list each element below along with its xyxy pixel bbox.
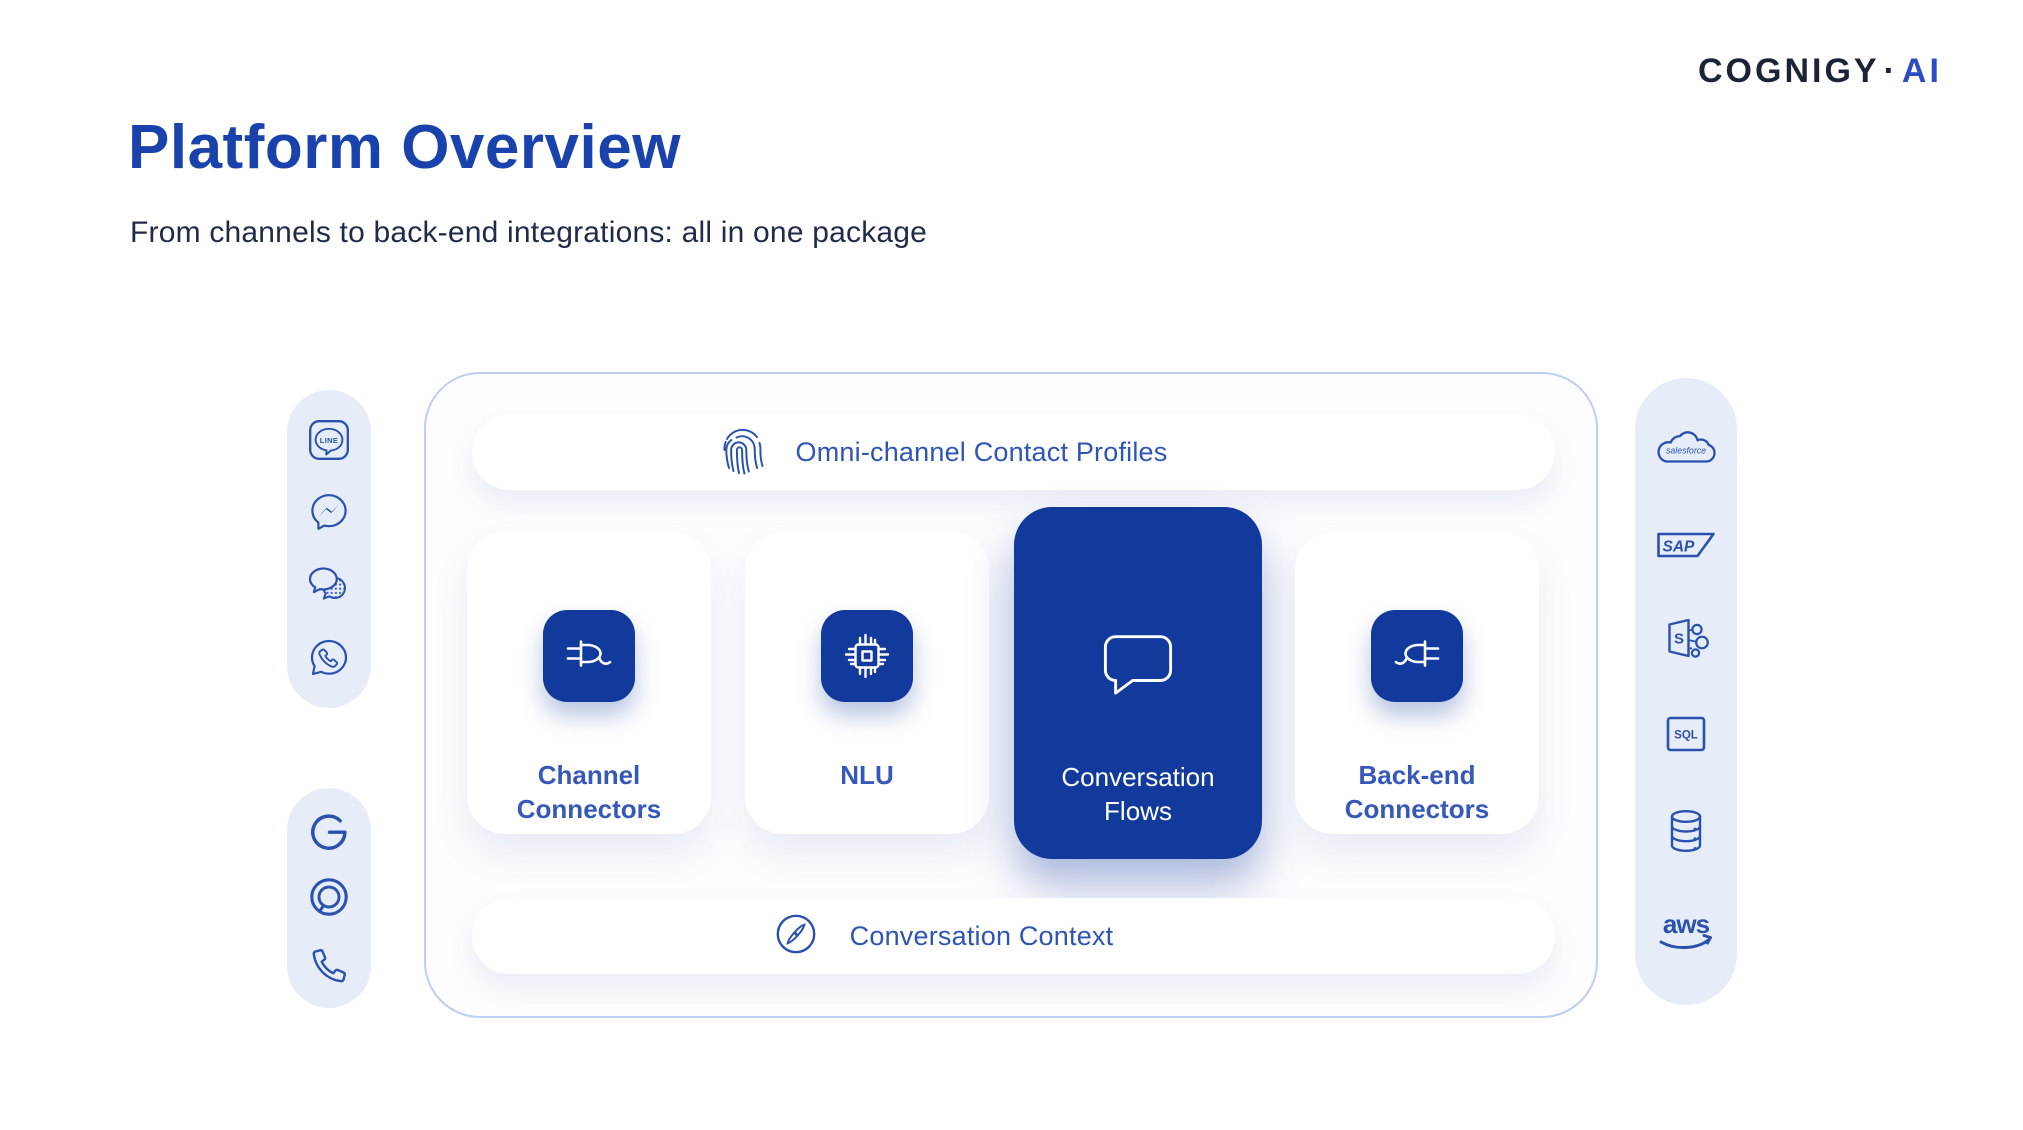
card-channel-connectors: Channel Connectors: [467, 532, 711, 834]
svg-text:aws: aws: [1663, 909, 1710, 939]
svg-text:LINE: LINE: [320, 436, 338, 445]
conversation-context-bar: Conversation Context: [472, 898, 1555, 974]
cognigy-logo: COGNIGY·AI: [1698, 52, 1942, 91]
compass-icon: [774, 912, 818, 961]
svg-text:salesforce: salesforce: [1666, 446, 1706, 456]
omni-channel-contact-profiles-bar: Omni-channel Contact Profiles: [472, 414, 1555, 490]
messenger-icon: [307, 490, 351, 534]
card-backend-connectors: Back-end Connectors: [1295, 532, 1539, 834]
alexa-icon: [307, 875, 351, 919]
card-conversation-flows: Conversation Flows: [1014, 507, 1262, 859]
sap-icon: SAP: [1655, 525, 1717, 565]
logo-separator-dot: ·: [1883, 52, 1898, 90]
card-nlu: NLU: [745, 532, 989, 834]
aws-icon: aws: [1654, 907, 1718, 955]
card-label: Channel Connectors: [516, 760, 662, 824]
card-label: NLU: [840, 760, 894, 790]
logo-suffix-text: AI: [1901, 52, 1942, 90]
phone-handset-icon: [307, 942, 351, 986]
page-title: Platform Overview: [128, 113, 681, 182]
channel-rail-bottom: [287, 788, 371, 1008]
omni-channel-contact-profiles-label: Omni-channel Contact Profiles: [795, 436, 1168, 467]
chip-icon: [821, 610, 913, 702]
chat-bubbles-icon: [305, 562, 353, 608]
plug-icon: [1371, 610, 1463, 702]
salesforce-icon: salesforce: [1652, 428, 1720, 474]
platform-container: Omni-channel Contact Profiles Channel Co…: [424, 372, 1598, 1018]
conversation-context-label: Conversation Context: [849, 920, 1114, 951]
whatsapp-icon: [307, 636, 351, 680]
card-label: Conversation Flows: [1061, 762, 1215, 826]
svg-text:S: S: [1674, 631, 1684, 648]
plug-icon: [543, 610, 635, 702]
card-label: Back-end Connectors: [1344, 760, 1490, 824]
channel-rail-top: LINE: [287, 390, 371, 708]
svg-text:SQL: SQL: [1674, 729, 1698, 741]
page-subtitle: From channels to back-end integrations: …: [130, 216, 928, 249]
logo-brand-text: COGNIGY: [1698, 52, 1880, 90]
fingerprint-icon: [720, 424, 764, 481]
sharepoint-icon: S: [1660, 615, 1712, 661]
line-icon: LINE: [307, 418, 351, 462]
google-icon: [308, 811, 350, 853]
sql-icon: SQL: [1663, 712, 1709, 756]
svg-text:SAP: SAP: [1663, 538, 1696, 555]
speech-bubble-icon: [1096, 626, 1180, 703]
database-icon: [1664, 806, 1708, 856]
integration-rail: salesforce SAP S SQL: [1635, 378, 1737, 1005]
